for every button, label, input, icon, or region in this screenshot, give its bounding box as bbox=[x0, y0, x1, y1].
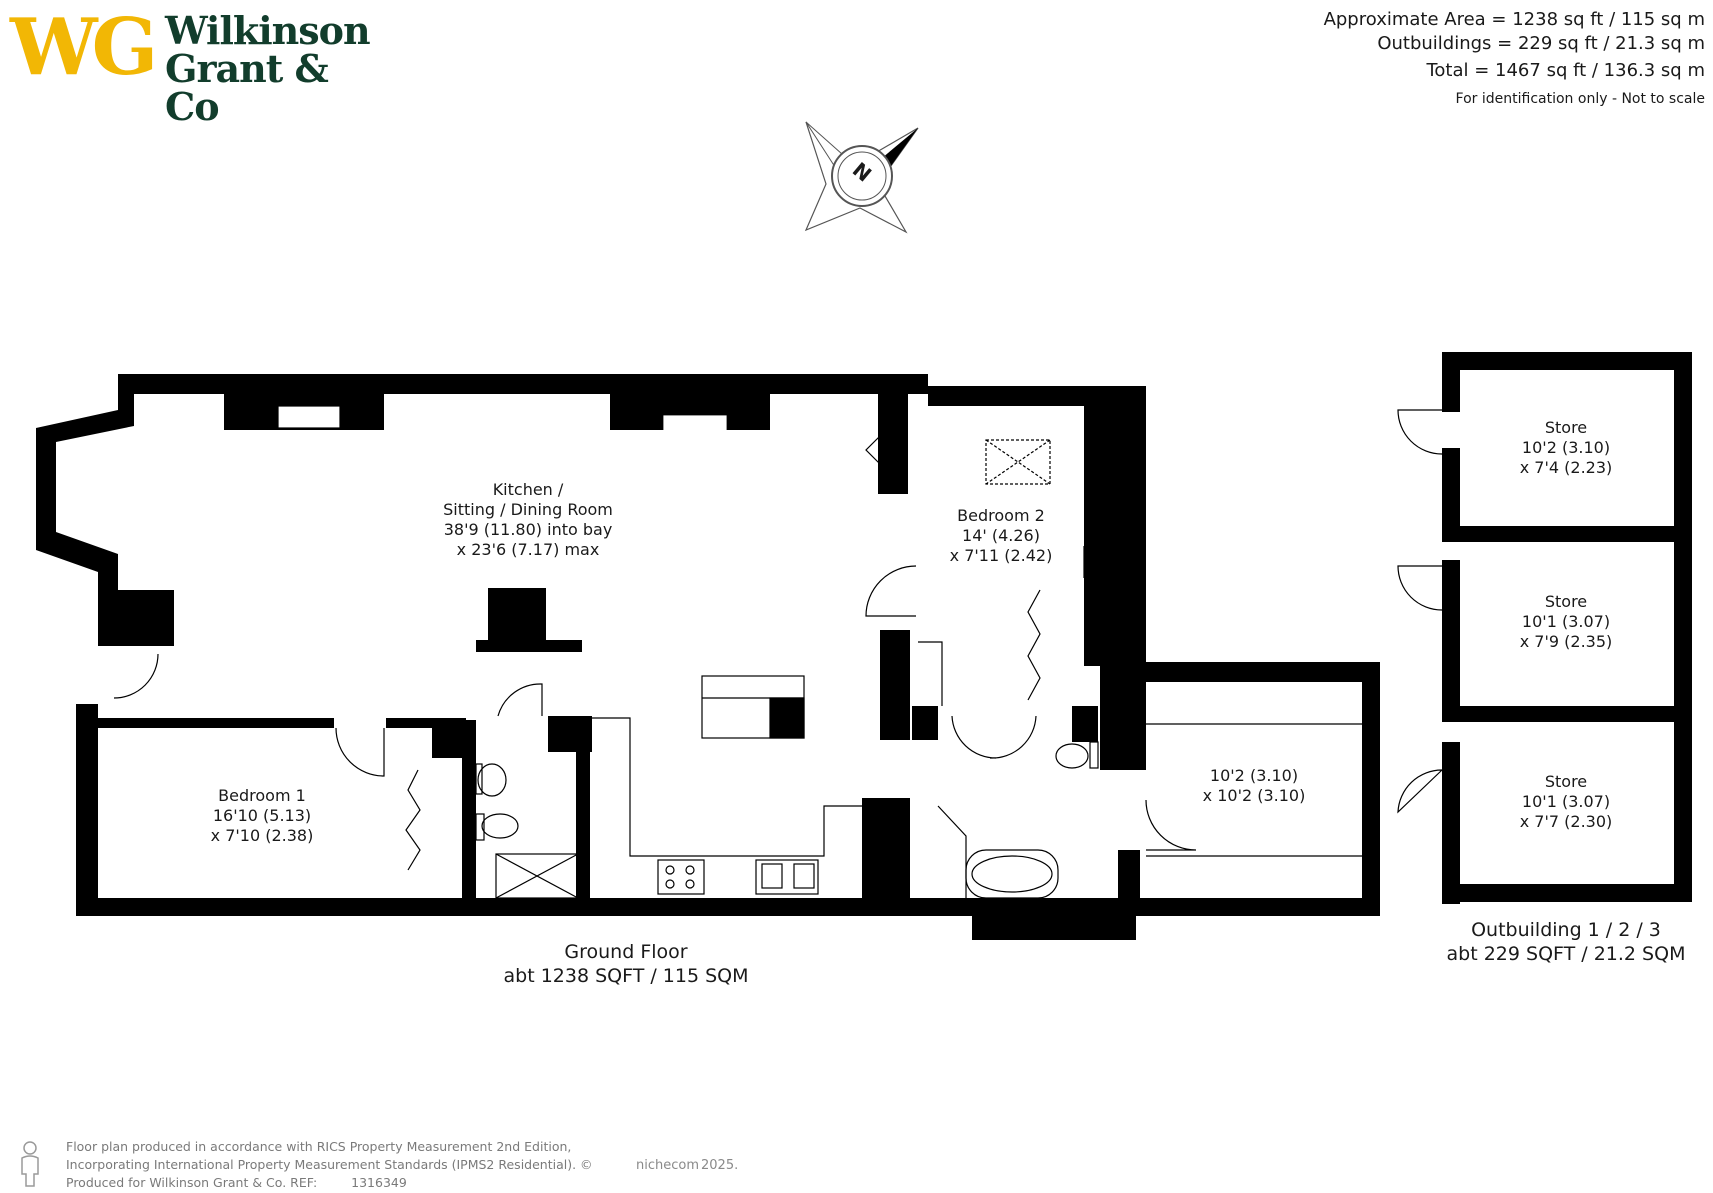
logo-mark: WG bbox=[10, 2, 158, 93]
niche-brand: nichecom bbox=[636, 1158, 700, 1173]
room-label-store1: Store 10'2 (3.10) x 7'4 (2.23) bbox=[1520, 418, 1613, 478]
compass-rose-icon bbox=[804, 121, 919, 234]
ground-floor-walls bbox=[36, 374, 1380, 940]
approximate-area: Approximate Area = 1238 sq ft / 115 sq m bbox=[1323, 9, 1705, 30]
outbuilding-line1: Outbuilding 1 / 2 / 3 bbox=[1471, 919, 1661, 941]
room-label-right: 10'2 (3.10) x 10'2 (3.10) bbox=[1203, 766, 1306, 806]
logo-name: Wilkinson Grant & Co bbox=[165, 8, 371, 129]
store3-line2: 10'1 (3.07) bbox=[1521, 792, 1611, 811]
room-right-line1: 10'2 (3.10) bbox=[1209, 766, 1299, 785]
footer-ref: 1316349 bbox=[351, 1175, 407, 1190]
outbuilding-doors bbox=[1397, 409, 1443, 814]
room-label-kitchen: Kitchen / Sitting / Dining Room 38'9 (11… bbox=[443, 480, 613, 560]
store1-line3: x 7'4 (2.23) bbox=[1519, 458, 1613, 477]
bedroom1-line1: Bedroom 1 bbox=[218, 786, 306, 805]
outbuilding-line2: abt 229 SQFT / 21.2 SQM bbox=[1446, 943, 1686, 965]
room-label-bedroom2: Bedroom 2 14' (4.26) x 7'11 (2.42) bbox=[950, 506, 1053, 566]
kitchen-line4: x 23'6 (7.17) max bbox=[456, 540, 600, 559]
store3-line3: x 7'7 (2.30) bbox=[1519, 812, 1613, 831]
bedroom2-line2: 14' (4.26) bbox=[962, 526, 1040, 545]
disclaimer: For identification only - Not to scale bbox=[1455, 91, 1705, 107]
bedroom1-line3: x 7'10 (2.38) bbox=[210, 826, 314, 845]
outbuildings-area: Outbuildings = 229 sq ft / 21.3 sq m bbox=[1377, 33, 1705, 54]
ground-floor-details bbox=[39, 405, 1362, 899]
store2-line1: Store bbox=[1544, 592, 1588, 611]
footer-line1: Floor plan produced in accordance with R… bbox=[66, 1139, 572, 1154]
area-summary: Approximate Area = 1238 sq ft / 115 sq m… bbox=[1324, 8, 1705, 111]
outbuilding-title: Outbuilding 1 / 2 / 3 abt 229 SQFT / 21.… bbox=[1447, 918, 1686, 966]
bedroom2-line1: Bedroom 2 bbox=[957, 506, 1045, 525]
person-scale-icon bbox=[21, 1141, 39, 1187]
bedroom1-line2: 16'10 (5.13) bbox=[212, 806, 312, 825]
footer-line2: Incorporating International Property Mea… bbox=[66, 1157, 593, 1172]
kitchen-line2: Sitting / Dining Room bbox=[443, 500, 613, 519]
logo-name-line2: Grant & Co bbox=[165, 46, 329, 129]
room-label-store2: Store 10'1 (3.07) x 7'9 (2.35) bbox=[1520, 592, 1613, 652]
bedroom2-line3: x 7'11 (2.42) bbox=[949, 546, 1053, 565]
store2-line3: x 7'9 (2.35) bbox=[1519, 632, 1613, 651]
store2-line2: 10'1 (3.07) bbox=[1521, 612, 1611, 631]
store1-line2: 10'2 (3.10) bbox=[1521, 438, 1611, 457]
store3-line1: Store bbox=[1544, 772, 1588, 791]
kitchen-line3: 38'9 (11.80) into bay bbox=[443, 520, 613, 539]
footer-line3: Produced for Wilkinson Grant & Co. REF: bbox=[66, 1175, 318, 1190]
kitchen-line1: Kitchen / bbox=[492, 480, 564, 499]
room-right-line2: x 10'2 (3.10) bbox=[1202, 786, 1306, 805]
ground-floor-title: Ground Floor abt 1238 SQFT / 115 SQM bbox=[504, 940, 749, 988]
ground-floor-line1: Ground Floor bbox=[564, 941, 688, 963]
store1-line1: Store bbox=[1544, 418, 1588, 437]
brand-logo: WG Wilkinson Grant & Co bbox=[10, 2, 371, 126]
logo-name-line1: Wilkinson bbox=[165, 8, 371, 53]
footer-line3-wrap: Produced for Wilkinson Grant & Co. REF: … bbox=[66, 1174, 593, 1192]
ground-floor-line2: abt 1238 SQFT / 115 SQM bbox=[503, 965, 749, 987]
room-label-store3: Store 10'1 (3.07) x 7'7 (2.30) bbox=[1520, 772, 1613, 832]
footer-notes: Floor plan produced in accordance with R… bbox=[66, 1138, 593, 1192]
outbuilding-walls bbox=[1442, 352, 1692, 904]
total-area: Total = 1467 sq ft / 136.3 sq m bbox=[1426, 60, 1705, 81]
room-label-bedroom1: Bedroom 1 16'10 (5.13) x 7'10 (2.38) bbox=[211, 786, 314, 846]
niche-year: 2025. bbox=[701, 1158, 739, 1173]
